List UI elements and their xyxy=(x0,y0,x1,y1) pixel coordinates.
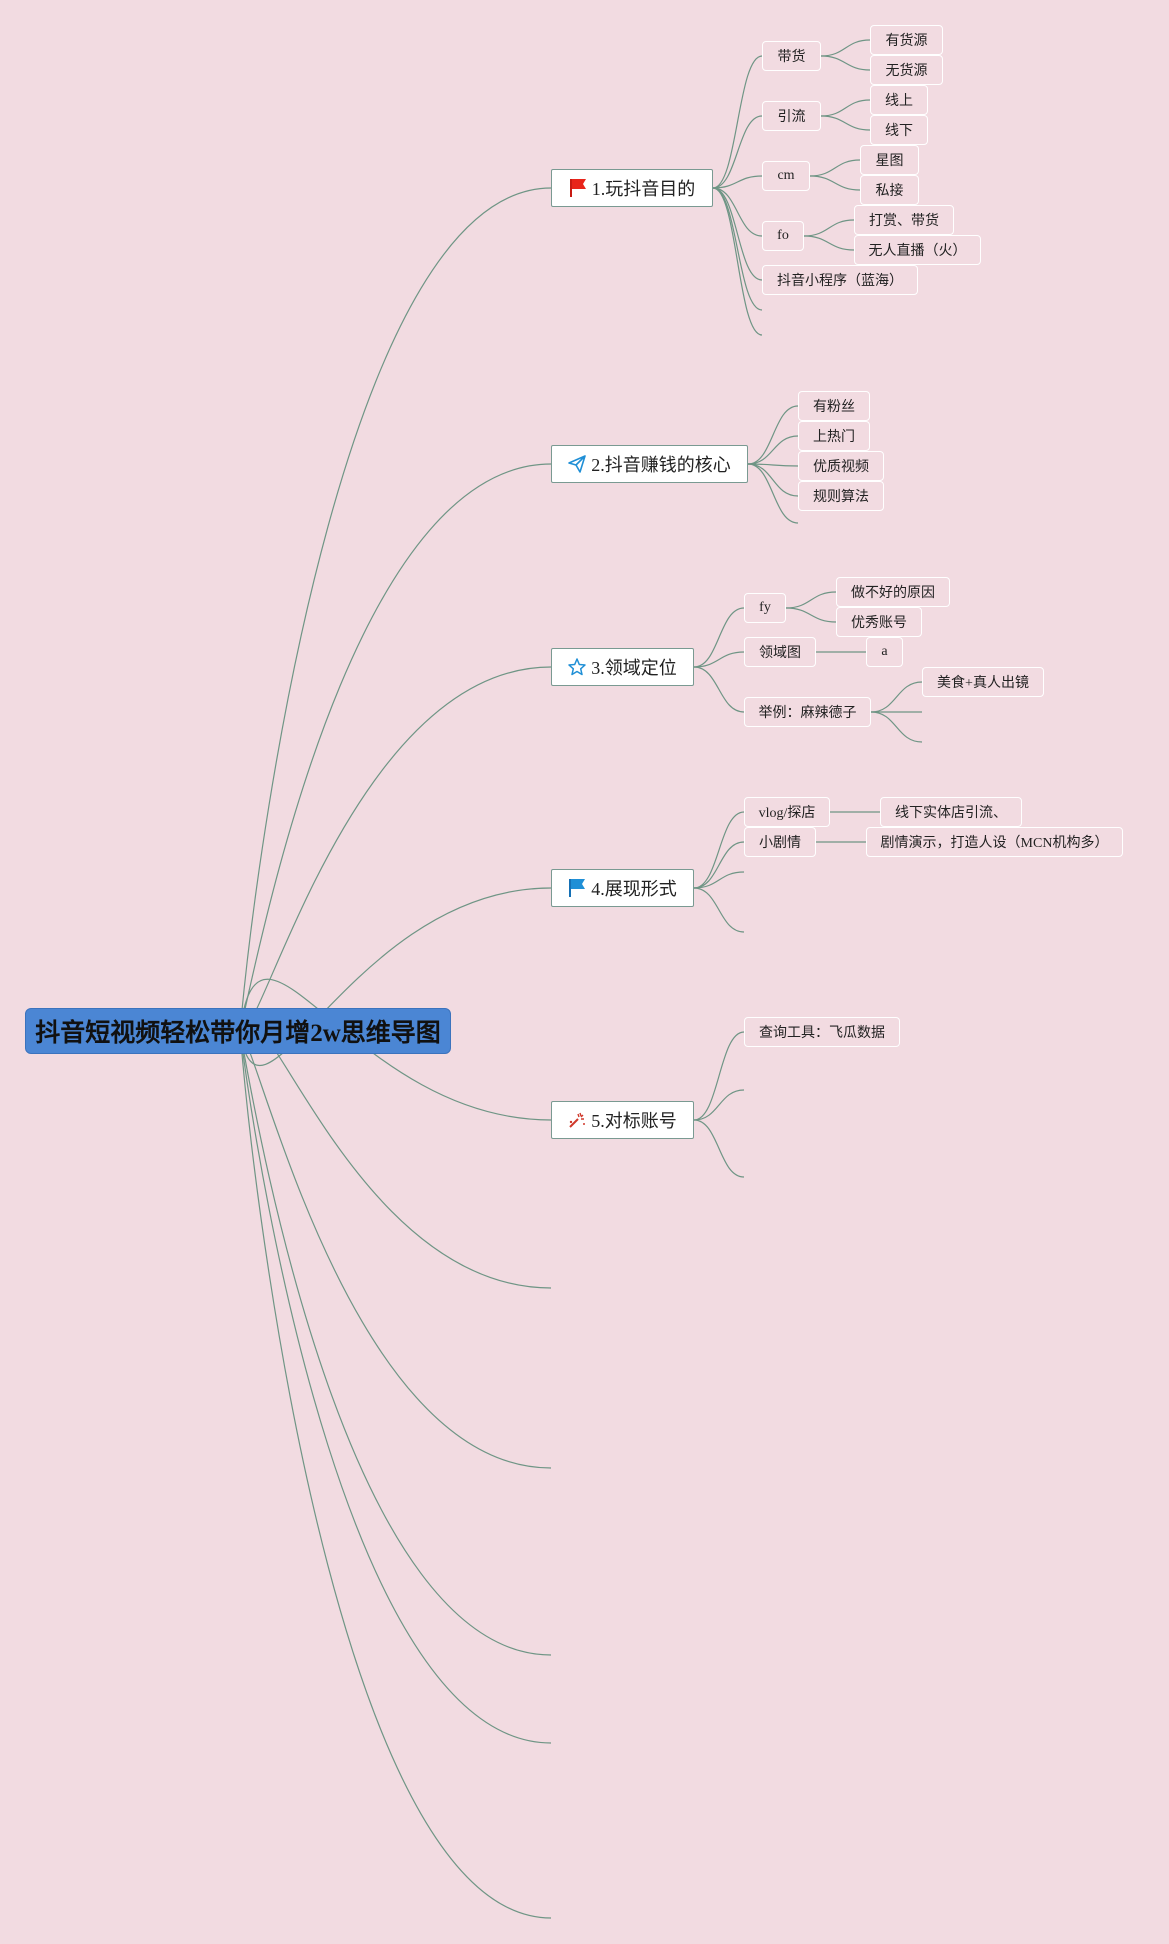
subtopic-niche-map[interactable]: 领域图 xyxy=(744,637,816,667)
subtopic-cm[interactable]: cm xyxy=(762,161,810,191)
connector xyxy=(820,55,871,71)
connector xyxy=(803,235,855,251)
connector xyxy=(693,666,745,713)
subtopic-vlog[interactable]: vlog/探店 xyxy=(744,797,830,827)
subtopic-example[interactable]: 举例：麻辣德子 xyxy=(744,697,871,727)
leaf-private-deal[interactable]: 私接 xyxy=(860,175,919,205)
connector xyxy=(693,811,745,889)
topic-presentation-form[interactable]: 4.展现形式 xyxy=(551,869,694,907)
root-connector xyxy=(239,666,552,1032)
connector xyxy=(747,435,799,465)
root-connector xyxy=(239,1030,552,1469)
root-connector xyxy=(239,1030,552,1919)
subtopic-trending[interactable]: 上热门 xyxy=(798,421,870,451)
topic-label: 3.领域定位 xyxy=(591,658,677,678)
connector xyxy=(803,219,855,237)
subtopic-algorithm[interactable]: 规则算法 xyxy=(798,481,884,511)
connector xyxy=(870,711,923,743)
root-connector xyxy=(239,887,552,1067)
topic-label: 4.展现形式 xyxy=(591,879,677,899)
blue-flag-icon xyxy=(568,878,586,898)
leaf-why-failing[interactable]: 做不好的原因 xyxy=(836,577,950,607)
topic-label: 5.对标账号 xyxy=(591,1111,677,1131)
root-connector xyxy=(239,463,552,1032)
connector xyxy=(712,187,763,336)
connector xyxy=(693,841,745,889)
connector xyxy=(712,175,763,189)
connector xyxy=(809,175,861,191)
subtopic-query-tool[interactable]: 查询工具：飞瓜数据 xyxy=(744,1017,900,1047)
root-connector xyxy=(239,1030,552,1744)
leaf-food-on-camera[interactable]: 美食+真人出镜 xyxy=(922,667,1044,697)
subtopic-have-fans[interactable]: 有粉丝 xyxy=(798,391,870,421)
connector xyxy=(785,591,837,609)
magic-wand-icon xyxy=(568,1111,586,1129)
leaf-star-map[interactable]: 星图 xyxy=(860,145,919,175)
connector xyxy=(870,681,923,713)
leaf-offline[interactable]: 线下 xyxy=(870,115,928,145)
connector xyxy=(712,187,763,311)
connector xyxy=(747,405,799,465)
connector xyxy=(693,871,745,889)
connector xyxy=(809,159,861,177)
subtopic-sell-goods[interactable]: 带货 xyxy=(762,41,821,71)
leaf-a[interactable]: a xyxy=(866,637,903,667)
root-connector xyxy=(239,1030,552,1656)
subtopic-mini-program[interactable]: 抖音小程序（蓝海） xyxy=(762,265,918,295)
root-connector xyxy=(239,187,552,1032)
connector xyxy=(712,115,763,189)
star-icon xyxy=(568,658,586,676)
connector xyxy=(712,187,763,237)
connector xyxy=(693,607,745,668)
subtopic-fo[interactable]: fo xyxy=(762,221,804,251)
connector xyxy=(820,99,871,117)
subtopic-short-drama[interactable]: 小剧情 xyxy=(744,827,816,857)
red-flag-icon xyxy=(569,178,587,198)
subtopic-drive-traffic[interactable]: 引流 xyxy=(762,101,821,131)
connector xyxy=(785,607,837,623)
root-topic[interactable]: 抖音短视频轻松带你月增2w思维导图 xyxy=(25,1008,451,1054)
topic-benchmark-account[interactable]: 5.对标账号 xyxy=(551,1101,694,1139)
root-topic-label: 抖音短视频轻松带你月增2w思维导图 xyxy=(35,1020,441,1047)
topic-label: 1.玩抖音目的 xyxy=(591,179,696,199)
leaf-great-accounts[interactable]: 优秀账号 xyxy=(836,607,922,637)
topic-play-douyin-purpose[interactable]: 1.玩抖音目的 xyxy=(551,169,713,207)
leaf-offline-store-traffic[interactable]: 线下实体店引流、 xyxy=(880,797,1022,827)
connector xyxy=(693,1089,745,1121)
subtopic-fy[interactable]: fy xyxy=(744,593,786,623)
connector xyxy=(820,115,871,131)
topic-label: 2.抖音赚钱的核心 xyxy=(591,455,731,475)
connector xyxy=(712,55,763,189)
connector xyxy=(747,463,799,524)
connector xyxy=(693,1031,745,1121)
leaf-online[interactable]: 线上 xyxy=(870,85,928,115)
topic-niche-positioning[interactable]: 3.领域定位 xyxy=(551,648,694,686)
leaf-unmanned-live[interactable]: 无人直播（火） xyxy=(854,235,981,265)
connector xyxy=(693,887,745,933)
leaf-has-supply[interactable]: 有货源 xyxy=(870,25,943,55)
leaf-no-supply[interactable]: 无货源 xyxy=(870,55,943,85)
connector xyxy=(747,463,799,497)
paper-plane-icon xyxy=(568,455,587,473)
subtopic-quality-video[interactable]: 优质视频 xyxy=(798,451,884,481)
connector xyxy=(693,651,745,668)
leaf-drama-persona[interactable]: 剧情演示，打造人设（MCN机构多） xyxy=(866,827,1123,857)
connector xyxy=(820,39,871,57)
connector xyxy=(693,1119,745,1178)
leaf-tips-and-sales[interactable]: 打赏、带货 xyxy=(854,205,954,235)
topic-money-core[interactable]: 2.抖音赚钱的核心 xyxy=(551,445,748,483)
